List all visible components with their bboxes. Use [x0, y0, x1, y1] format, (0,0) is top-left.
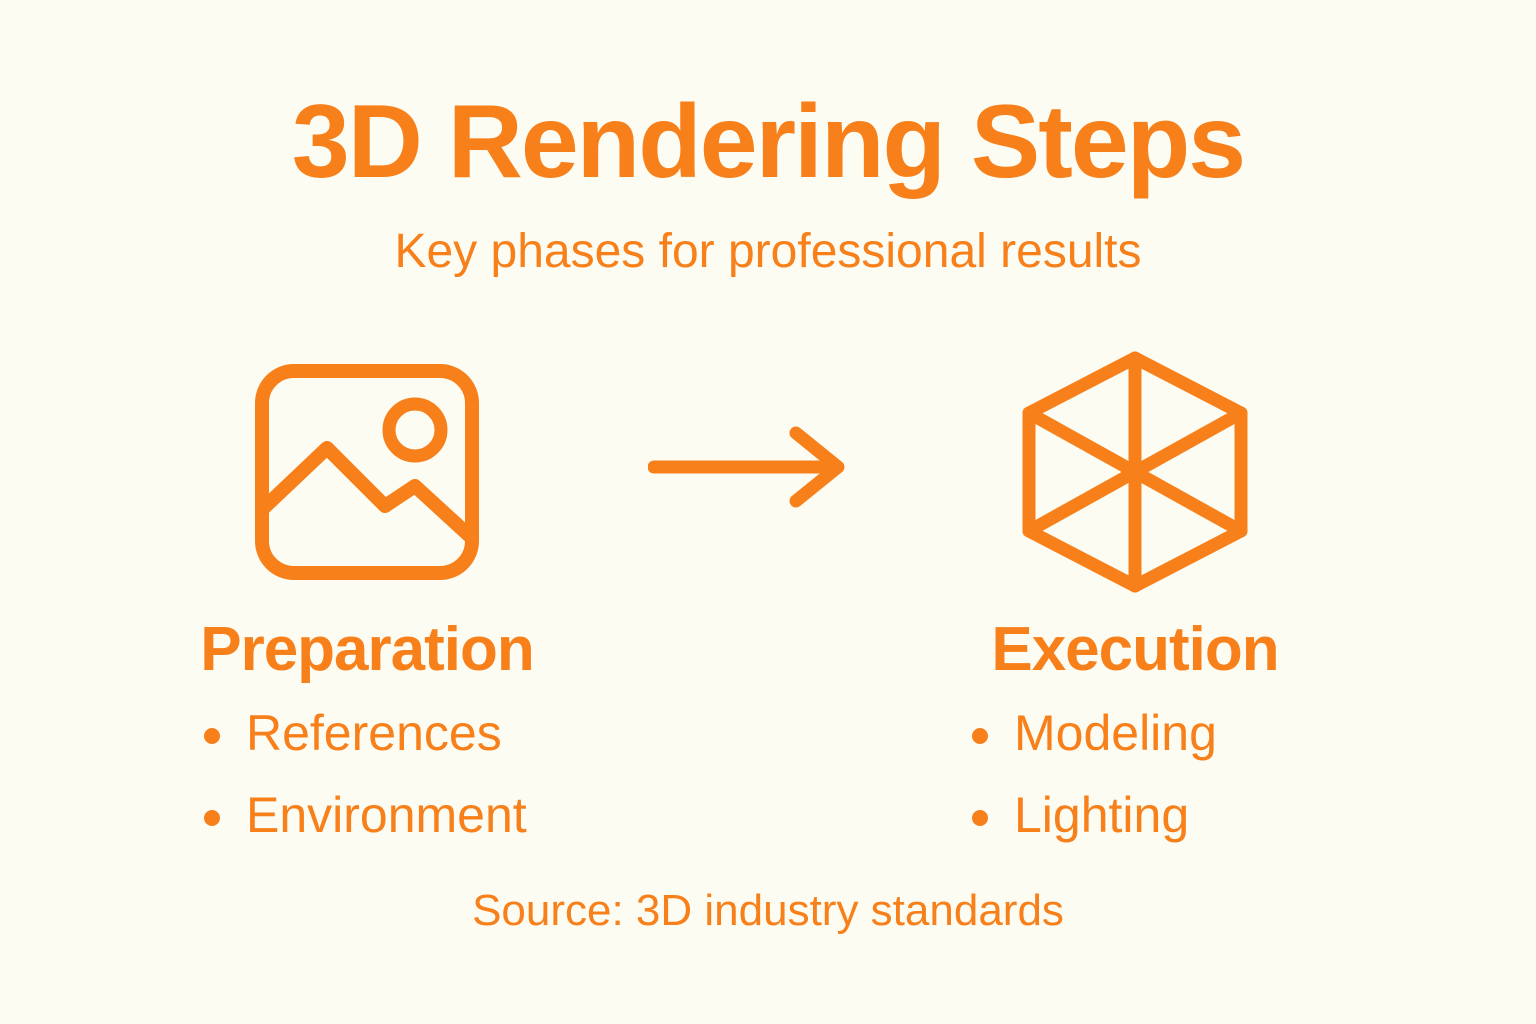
bullet-item: Environment: [204, 787, 582, 845]
execution-bullet-list: Modeling Lighting: [920, 705, 1350, 868]
bullet-label: References: [246, 705, 502, 762]
bullet-label: Lighting: [1014, 786, 1190, 843]
bullet-label: Modeling: [1014, 705, 1217, 762]
execution-heading: Execution: [991, 615, 1279, 684]
cube-icon: [920, 351, 1350, 593]
preparation-heading: Preparation: [200, 615, 535, 684]
source-note: Source: 3D industry standards: [472, 886, 1064, 935]
bullet-dot-icon: [972, 809, 988, 826]
execution-column: Execution Modeling Lighting: [920, 351, 1350, 868]
page-title: 3D Rendering Steps: [291, 84, 1246, 200]
image-icon: [152, 352, 582, 592]
preparation-column: Preparation References Environment: [152, 352, 582, 868]
page-subtitle: Key phases for professional results: [394, 225, 1142, 278]
bullet-dot-icon: [972, 728, 988, 745]
right-arrow-icon: [648, 425, 848, 509]
bullet-dot-icon: [204, 809, 220, 826]
bullet-item: References: [204, 705, 582, 763]
bullet-item: Lighting: [972, 787, 1350, 845]
bullet-label: Environment: [246, 786, 527, 843]
bullet-dot-icon: [204, 728, 220, 745]
preparation-bullet-list: References Environment: [152, 705, 582, 868]
bullet-item: Modeling: [972, 705, 1350, 763]
